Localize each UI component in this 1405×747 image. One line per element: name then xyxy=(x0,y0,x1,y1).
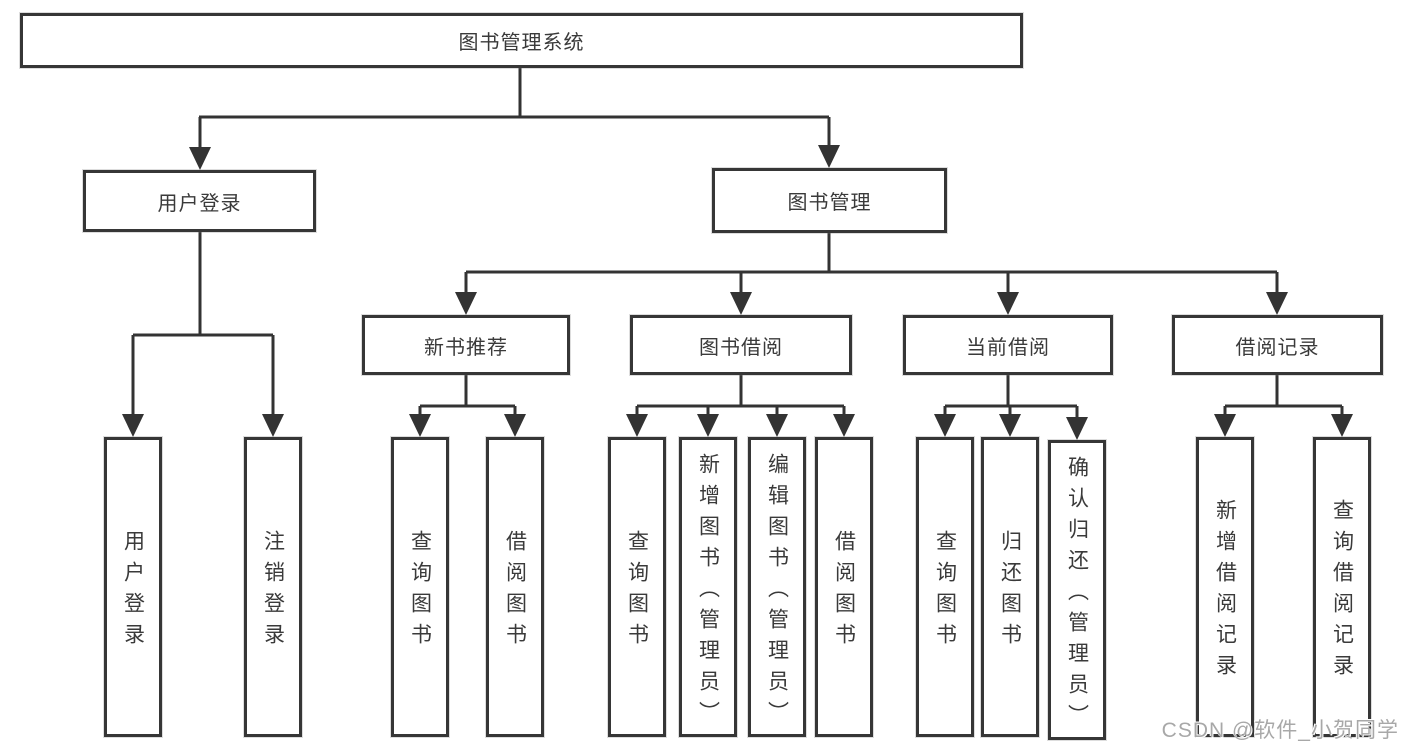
leaf-query-borrow-record: 查询借阅记录 xyxy=(1313,437,1371,737)
node-label: 当前借阅 xyxy=(966,336,1050,359)
node-borrowing-records: 借阅记录 xyxy=(1172,315,1383,375)
leaf-add-books-admin: 新增图书（管理员） xyxy=(679,437,737,737)
watermark-text: CSDN @软件_小贺同学 xyxy=(1161,719,1399,742)
node-label: 借阅图书 xyxy=(832,530,856,654)
node-label: 借阅记录 xyxy=(1235,336,1320,359)
node-label: 用户登录 xyxy=(157,192,242,215)
node-label: 借阅图书 xyxy=(503,530,527,654)
node-label: 注销登录 xyxy=(261,530,285,654)
leaf-query-books-current: 查询图书 xyxy=(916,437,974,737)
node-label: 查询借阅记录 xyxy=(1330,499,1354,685)
node-current-borrowing: 当前借阅 xyxy=(903,315,1113,375)
node-label: 图书借阅 xyxy=(699,336,783,359)
leaf-add-borrow-record: 新增借阅记录 xyxy=(1196,437,1254,737)
leaf-borrow-books-borrowing: 借阅图书 xyxy=(815,437,873,737)
leaf-query-books-recommend: 查询图书 xyxy=(391,437,449,737)
node-label: 新增借阅记录 xyxy=(1213,499,1237,685)
node-label: 编辑图书（管理员） xyxy=(765,452,789,732)
leaf-user-login: 用户登录 xyxy=(104,437,162,737)
node-label: 确认归还（管理员） xyxy=(1065,455,1089,735)
leaf-return-books: 归还图书 xyxy=(981,437,1039,737)
node-label: 归还图书 xyxy=(998,530,1022,654)
node-label: 新书推荐 xyxy=(424,336,508,359)
leaf-query-books-borrowing: 查询图书 xyxy=(608,437,666,737)
node-label: 查询图书 xyxy=(625,530,649,654)
node-user-login: 用户登录 xyxy=(83,170,316,232)
node-library-management-system: 图书管理系统 xyxy=(20,13,1023,68)
node-label: 查询图书 xyxy=(408,530,432,654)
node-label: 用户登录 xyxy=(121,530,145,654)
node-new-book-recommendation: 新书推荐 xyxy=(362,315,570,375)
node-label: 查询图书 xyxy=(933,530,957,654)
node-label: 图书管理 xyxy=(787,192,872,214)
node-book-management: 图书管理 xyxy=(712,168,947,233)
leaf-logout-login: 注销登录 xyxy=(244,437,302,737)
leaf-edit-books-admin: 编辑图书（管理员） xyxy=(748,437,806,737)
leaf-borrow-books-recommend: 借阅图书 xyxy=(486,437,544,737)
node-book-borrowing: 图书借阅 xyxy=(630,315,852,375)
node-label: 新增图书（管理员） xyxy=(696,452,720,732)
leaf-confirm-return-admin: 确认归还（管理员） xyxy=(1048,440,1106,740)
node-label: 图书管理系统 xyxy=(458,32,585,54)
